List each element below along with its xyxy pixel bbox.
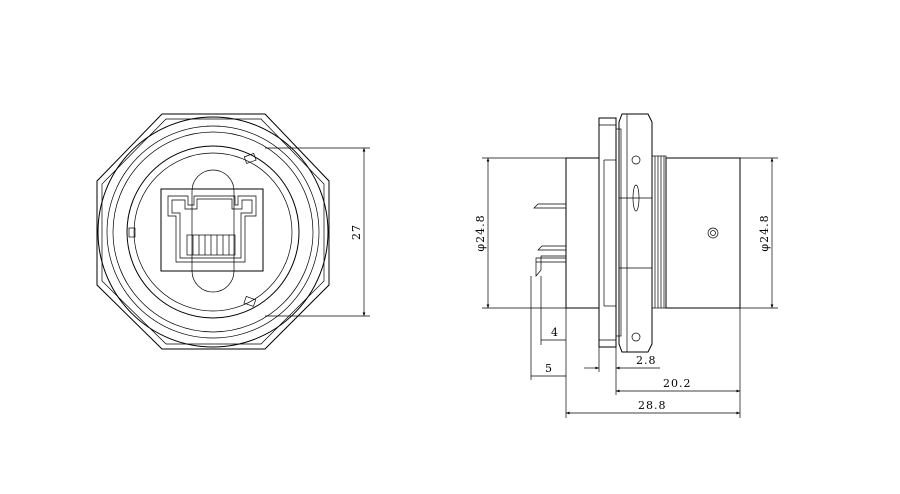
outer-ring xyxy=(97,116,329,348)
key-tab-top xyxy=(243,153,257,164)
rear-body xyxy=(565,157,600,309)
nut-flat xyxy=(632,184,640,212)
front-body xyxy=(665,157,741,309)
front-view: 27 xyxy=(96,113,370,350)
contacts xyxy=(192,235,230,255)
dimension-diameter-left: φ24.8 xyxy=(474,157,566,309)
rear-slot xyxy=(191,169,235,293)
flange-plate xyxy=(598,117,617,348)
dim-label-28-8: 28.8 xyxy=(638,399,667,412)
dim-label-27: 27 xyxy=(350,224,363,240)
nut-outline-inner xyxy=(101,118,325,345)
dim-label-2-8: 2.8 xyxy=(636,354,657,367)
dimension-pin-long: 5 xyxy=(531,362,566,377)
jack-housing xyxy=(160,188,264,272)
nut-hole-top xyxy=(631,155,641,165)
dim-label-diameter-left: φ24.8 xyxy=(474,214,487,251)
dimension-pin-short: 4 xyxy=(541,326,566,341)
dim-label-diameter-right: φ24.8 xyxy=(758,214,771,251)
key-tab-bottom xyxy=(243,296,257,307)
key-tab-left xyxy=(128,227,136,238)
dimension-height: 27 xyxy=(265,147,370,317)
dim-label-20-2: 20.2 xyxy=(663,377,692,390)
side-view: φ24.8 φ24.8 4 5 2.8 xyxy=(474,113,778,418)
dimension-diameter-right: φ24.8 xyxy=(740,157,778,309)
rj45-jack xyxy=(160,188,264,272)
nut-side xyxy=(618,113,653,353)
face-ring xyxy=(126,145,300,319)
thread-ring xyxy=(106,125,320,339)
dimension-flange: 2.8 xyxy=(584,354,660,370)
dim-label-5: 5 xyxy=(545,362,553,375)
face-ring-inner xyxy=(133,152,293,312)
nut-hole-bottom xyxy=(631,332,641,342)
dim-label-4: 4 xyxy=(551,326,559,339)
dimension-body-length: 20.2 xyxy=(616,377,740,393)
nut-outline xyxy=(96,113,330,350)
thread xyxy=(651,155,667,309)
pcb-pins xyxy=(533,203,566,277)
thread-ring-inner xyxy=(112,131,314,333)
dimension-total-length: 28.8 xyxy=(566,399,740,415)
indicator-hole xyxy=(707,227,719,239)
